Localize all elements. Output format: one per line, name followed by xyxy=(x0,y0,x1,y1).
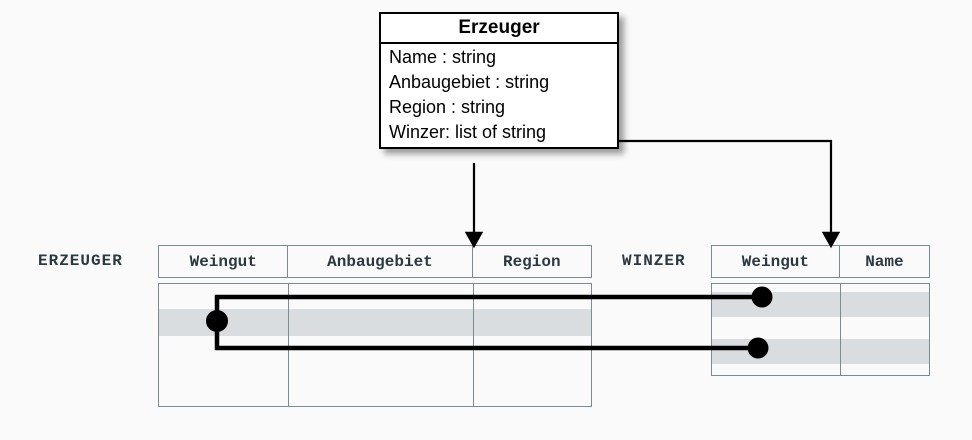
column-header-name: Name xyxy=(865,252,904,271)
table-cell xyxy=(474,370,591,406)
table-cell xyxy=(841,364,929,375)
table-cell xyxy=(712,292,841,317)
table-row-highlighted[interactable] xyxy=(159,309,591,336)
table-header-row: Weingut Anbaugebiet Region xyxy=(158,245,592,278)
table-row[interactable] xyxy=(159,284,591,309)
table-cell xyxy=(474,284,591,309)
table-label-winzer: WINZER xyxy=(622,252,686,270)
column-header-weingut: Weingut xyxy=(712,246,840,277)
table-erzeuger: Weingut Anbaugebiet Region xyxy=(158,245,592,407)
table-body-winzer xyxy=(711,283,930,376)
table-row[interactable] xyxy=(712,284,929,292)
table-body-erzeuger xyxy=(158,283,592,407)
arrow-winzer xyxy=(600,139,841,249)
uml-attribute-list: Name : string Anbaugebiet : string Regio… xyxy=(381,44,617,147)
uml-attribute-winzer: Winzer: list of string xyxy=(389,122,547,142)
table-cell xyxy=(289,284,474,309)
uml-class-erzeuger: Erzeuger Name : string Anbaugebiet : str… xyxy=(379,12,619,149)
table-cell xyxy=(712,317,841,339)
uml-attribute: Region : string xyxy=(389,97,506,117)
table-cell xyxy=(841,317,929,339)
table-row[interactable] xyxy=(159,370,591,406)
table-cell xyxy=(289,370,474,406)
table-label-erzeuger: ERZEUGER xyxy=(38,252,123,270)
table-cell xyxy=(159,284,289,309)
table-cell xyxy=(289,336,474,370)
uml-attribute: Anbaugebiet : string xyxy=(389,72,550,92)
uml-attribute: Name : string xyxy=(389,47,497,67)
table-cell xyxy=(712,364,841,375)
table-header-row: Weingut Name xyxy=(711,245,930,278)
table-cell xyxy=(712,339,841,364)
table-cell xyxy=(712,284,841,292)
column-header-anbaugebiet: Anbaugebiet xyxy=(288,246,473,277)
table-cell xyxy=(159,336,289,370)
table-winzer: Weingut Name xyxy=(711,245,930,376)
table-cell xyxy=(474,309,591,336)
table-row-highlighted[interactable] xyxy=(712,292,929,317)
table-cell xyxy=(841,339,929,364)
uml-class-name: Erzeuger xyxy=(381,14,617,44)
column-header-weingut: Weingut xyxy=(159,246,289,277)
table-cell xyxy=(474,336,591,370)
table-cell xyxy=(159,309,289,336)
table-cell xyxy=(841,284,929,292)
table-row[interactable] xyxy=(712,317,929,339)
table-cell xyxy=(841,292,929,317)
column-header-region: Region xyxy=(502,252,561,271)
table-row[interactable] xyxy=(159,336,591,370)
table-cell xyxy=(289,309,474,336)
table-row[interactable] xyxy=(712,364,929,375)
table-cell xyxy=(159,370,289,406)
table-row-highlighted[interactable] xyxy=(712,339,929,364)
